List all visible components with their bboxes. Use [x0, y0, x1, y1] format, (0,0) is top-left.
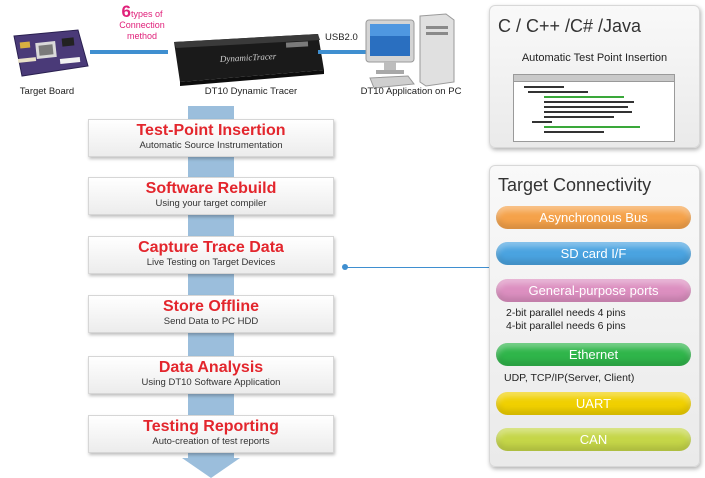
tracer-label: DT10 Dynamic Tracer	[204, 86, 298, 97]
connector-line	[346, 267, 492, 268]
step-testing-reporting: Testing Reporting Auto-creation of test …	[88, 415, 334, 453]
step-subtitle: Live Testing on Target Devices	[146, 257, 276, 268]
methods-text-3: method	[126, 31, 158, 41]
connector-dot	[342, 264, 348, 270]
methods-count: 6	[121, 2, 131, 21]
gpio-note-line-1: 2-bit parallel needs 4 pins	[506, 307, 626, 319]
connection-methods-label: 6types of Connection method	[114, 3, 170, 42]
methods-text-2: Connection	[119, 20, 165, 30]
step-subtitle: Automatic Source Instrumentation	[139, 140, 283, 151]
step-subtitle: Using DT10 Software Application	[141, 377, 281, 388]
gpio-note-line-2: 4-bit parallel needs 6 pins	[506, 320, 626, 332]
step-title: Data Analysis	[158, 359, 264, 376]
methods-text-1: types of	[130, 9, 163, 19]
tracer-brand-text: DynamicTracer	[219, 51, 277, 64]
step-subtitle: Auto-creation of test reports	[152, 436, 270, 447]
step-test-point-insertion: Test-Point Insertion Automatic Source In…	[88, 119, 334, 157]
connectivity-heading: Target Connectivity	[498, 175, 652, 195]
step-title: Testing Reporting	[143, 418, 279, 435]
code-window-thumbnail	[513, 74, 675, 142]
ethernet-note: UDP, TCP/IP(Server, Client)	[504, 372, 635, 384]
step-data-analysis: Data Analysis Using DT10 Software Applic…	[88, 356, 334, 394]
pill-asynchronous-bus: Asynchronous Bus	[496, 206, 691, 229]
step-title: Software Rebuild	[145, 180, 277, 197]
pill-uart: UART	[496, 392, 691, 415]
board-to-tracer-link	[90, 50, 168, 54]
tracer-to-pc-link	[318, 50, 368, 54]
step-capture-trace-data: Capture Trace Data Live Testing on Targe…	[88, 236, 334, 274]
step-title: Test-Point Insertion	[136, 122, 286, 139]
target-board-image	[13, 29, 89, 77]
pill-sd-card: SD card I/F	[496, 242, 691, 265]
languages-panel: C / C++ /C# /Java Automatic Test Point I…	[489, 5, 700, 148]
pc-application-label: DT10 Application on PC	[360, 86, 462, 97]
step-store-offline: Store Offline Send Data to PC HDD	[88, 295, 334, 333]
usb-label: USB2.0	[325, 32, 358, 43]
flow-arrow-head	[182, 458, 240, 478]
step-title: Capture Trace Data	[138, 239, 284, 256]
languages-subheading: Automatic Test Point Insertion	[521, 52, 668, 64]
dynamic-tracer-device-image: DynamicTracer	[174, 34, 324, 86]
pill-general-purpose-ports: General-purpose ports	[496, 279, 691, 302]
pc-computer-icon	[365, 13, 455, 89]
languages-heading: C / C++ /C# /Java	[498, 16, 642, 36]
step-title: Store Offline	[162, 298, 259, 315]
flow-spine	[188, 106, 234, 461]
step-subtitle: Send Data to PC HDD	[163, 316, 259, 327]
step-software-rebuild: Software Rebuild Using your target compi…	[88, 177, 334, 215]
pill-ethernet: Ethernet	[496, 343, 691, 366]
step-subtitle: Using your target compiler	[155, 198, 267, 209]
target-board-label: Target Board	[19, 86, 75, 97]
target-connectivity-panel: Target Connectivity Asynchronous Bus SD …	[489, 165, 700, 467]
pill-can: CAN	[496, 428, 691, 451]
